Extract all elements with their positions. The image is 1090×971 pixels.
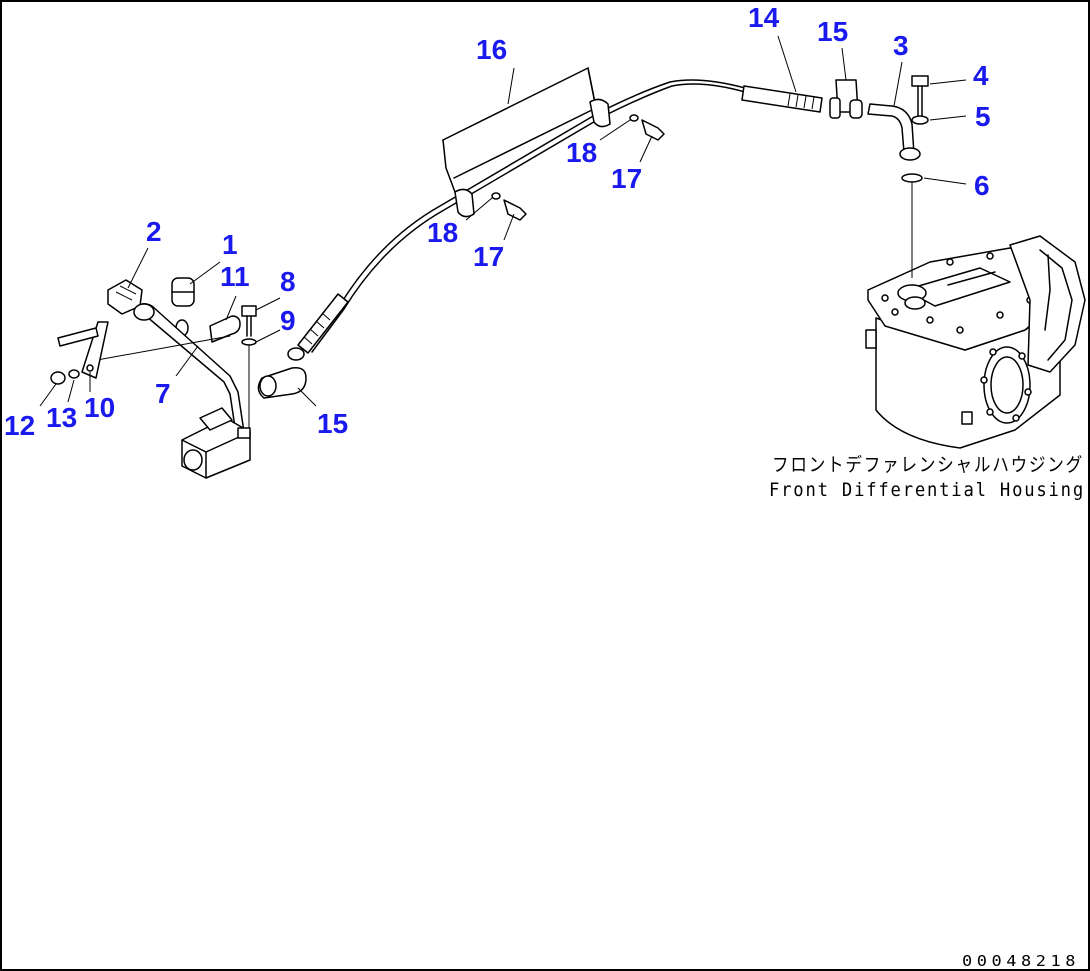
callout-9: 9 — [280, 305, 296, 336]
part-15-clamp-upper — [829, 79, 863, 119]
valve-block — [181, 407, 251, 479]
callout-17-left: 17 — [473, 241, 504, 272]
callout-15-lower: 15 — [317, 408, 348, 439]
callout-7: 7 — [155, 378, 171, 409]
breather-hose — [297, 79, 746, 354]
callout-2: 2 — [146, 216, 162, 247]
part-6-gasket — [901, 173, 923, 278]
part-9-washer — [241, 338, 257, 430]
part-5-washer — [911, 115, 929, 125]
part-15-clamp-lower — [257, 347, 307, 399]
front-differential-housing — [865, 235, 1086, 449]
callout-18-right: 18 — [566, 137, 597, 168]
part-7-pipe — [85, 303, 245, 435]
callout-8: 8 — [280, 266, 296, 297]
callout-15-upper: 15 — [817, 16, 848, 47]
callout-1: 1 — [222, 229, 238, 260]
leader-lines — [39, 35, 967, 407]
part-17-bolt-left — [503, 199, 527, 221]
callout-3: 3 — [893, 30, 909, 61]
part-3-elbow — [867, 103, 921, 161]
callout-13: 13 — [46, 402, 77, 433]
caption-english: Front Differential Housing — [769, 479, 1085, 501]
part-1-sensor — [171, 277, 195, 307]
callout-4: 4 — [973, 60, 989, 91]
callout-14: 14 — [748, 2, 780, 33]
part-8-bolt — [241, 305, 257, 337]
callout-17-right: 17 — [611, 163, 642, 194]
callout-10: 10 — [84, 392, 115, 423]
part-18-washer-right — [629, 114, 639, 122]
part-16-bracket — [442, 67, 611, 218]
callout-16: 16 — [476, 34, 507, 65]
callout-labels: 1 2 3 4 5 6 7 8 9 10 11 12 13 14 15 15 1… — [4, 2, 991, 441]
part-17-bolt-right — [641, 119, 665, 141]
part-4-bolt — [911, 75, 929, 117]
part-14-tube — [741, 85, 823, 113]
callout-11: 11 — [220, 261, 250, 292]
callout-6: 6 — [974, 170, 990, 201]
caption-japanese: フロントデファレンシャルハウジング — [772, 454, 1084, 476]
document-id: 00048218 — [962, 952, 1080, 970]
part-12-nut — [50, 371, 66, 385]
callout-18-left: 18 — [427, 217, 458, 248]
part-10-stay — [57, 321, 109, 379]
callout-5: 5 — [975, 101, 991, 132]
part-13-washer — [68, 369, 80, 379]
part-18-washer-left — [491, 192, 501, 200]
callout-12: 12 — [4, 410, 35, 441]
